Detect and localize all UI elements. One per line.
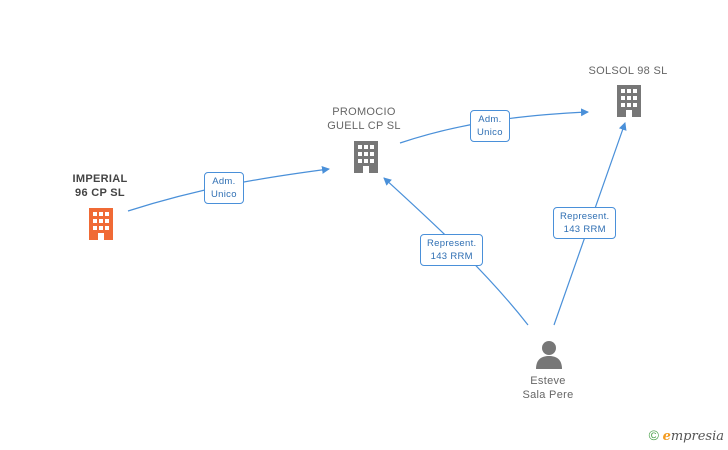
brand-logo-text: mpresia (670, 429, 724, 444)
building-icon[interactable] (84, 207, 118, 241)
node-label-esteve[interactable]: Esteve Sala Pere (522, 375, 574, 401)
empresia-brand: © empresia (649, 427, 724, 444)
node-label-solsol[interactable]: SOLSOL 98 SL (588, 65, 668, 77)
brand-logo-e: e (662, 429, 671, 444)
building-icon[interactable] (349, 140, 383, 174)
node-label-promocio[interactable]: PROMOCIO GUELL CP SL (327, 106, 401, 132)
node-label-imperial[interactable]: IMPERIAL 96 CP SL (72, 173, 128, 199)
building-icon[interactable] (612, 84, 646, 118)
edge-label-esteve-promocio[interactable]: Represent. 143 RRM (420, 234, 484, 266)
edge-label-promocio-solsol[interactable]: Adm. Unico (470, 110, 510, 142)
person-icon[interactable] (534, 339, 564, 369)
edge-label-imperial-promocio[interactable]: Adm. Unico (204, 172, 244, 204)
edge-label-esteve-solsol[interactable]: Represent. 143 RRM (553, 207, 617, 239)
copyright-symbol: © (648, 427, 659, 443)
